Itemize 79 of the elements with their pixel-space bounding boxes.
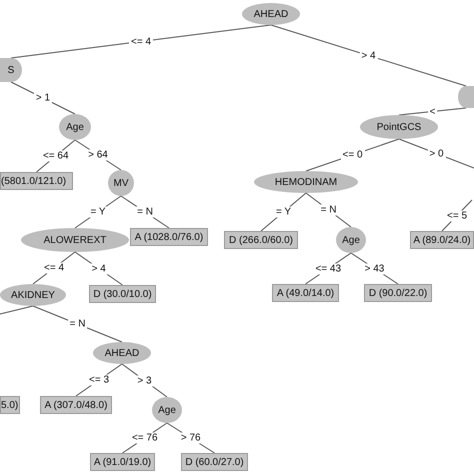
node-label: D (266.0/60.0) [229,234,293,246]
edge-label: <= 43 [313,263,344,274]
edge-label: <= 3 [86,374,112,386]
edge-label: > 0 [427,148,446,159]
split-ellipse [336,227,366,253]
connector-line [120,196,170,228]
connector-line [350,252,398,284]
split-ellipse [21,228,129,252]
node-label: ALOWEREXT [44,234,106,246]
edge-label: <= 64 [40,150,71,162]
node-label: D (60.0/27.0) [185,456,244,468]
edge-label: = Y [88,206,108,218]
connector-line [270,24,466,86]
node-label: AHEAD [254,8,288,20]
edge-label: > 76 [178,432,203,444]
split-ellipse [0,284,66,306]
node-label: Age [66,122,84,132]
split-ellipse [458,86,474,108]
edge-label: <= 4 [128,36,154,47]
split-ellipse [59,114,91,140]
node-label: Age [342,234,360,246]
leaf-box [364,284,432,302]
node-label: D (30.0/10.0) [93,288,152,300]
split-ellipse [242,3,300,25]
node-label: A (307.0/48.0) [44,400,108,410]
edge-label: > 1 [34,92,52,104]
connector-line [260,192,306,232]
node-label: MV [114,178,128,188]
leaf-box [0,172,73,190]
node-label: A (91.0/19.0) [94,456,152,468]
connector-line [306,192,352,228]
split-ellipse [152,397,182,423]
edge-label: > 4 [90,263,108,274]
connector-line [10,24,272,58]
node-label: (5801.0/121.0) [1,176,66,186]
leaf-box [89,285,156,303]
edge-label: < [428,106,438,117]
node-label: D (90.0/22.0) [368,288,428,298]
leaf-box [272,284,339,302]
node-label: AHEAD [104,348,140,358]
node-label: HEMODINAM [274,176,338,188]
edge-label: > 43 [362,263,386,274]
connector-line [122,364,168,398]
split-ellipse [108,170,134,196]
leaf-box [40,396,112,414]
edge-label: <= 0 [340,150,365,160]
node-label: A (89.0/24.0) [413,234,471,246]
connector-line [32,306,122,342]
node-label: 5.0) [1,400,18,410]
leaf-box [90,453,155,471]
edge-label: <= 5 [444,210,470,221]
node-label: PointGCS [376,122,422,132]
connector-line [10,82,76,114]
connector-line [74,140,122,170]
edge-label: = Y [274,206,294,218]
node-label: A (1028.0/76.0) [134,232,204,242]
leaf-box [0,396,20,414]
edge-label: > 64 [86,150,110,160]
connector-line [74,196,122,228]
connector-line [398,108,466,116]
edge-label: > 4 [359,50,378,61]
edge-label: > 3 [135,375,154,386]
node-label: Age [158,404,176,416]
split-ellipse [93,342,151,364]
connector-line [0,306,34,314]
edge-label: = N [135,206,155,218]
node-label: S [8,64,14,76]
node-label: A (49.0/14.0) [276,288,334,298]
leaf-box [130,228,208,246]
edge-label: = N [68,318,88,330]
leaf-box [410,231,474,249]
leaf-box [181,453,248,471]
edge-label: = N [318,204,338,216]
leaf-box [224,231,298,249]
connector-line [74,252,123,286]
node-label: AKIDNEY [11,290,55,300]
edge-label: <= 76 [130,432,160,444]
connector-line [166,422,215,454]
edge-label: <= 4 [42,262,66,274]
